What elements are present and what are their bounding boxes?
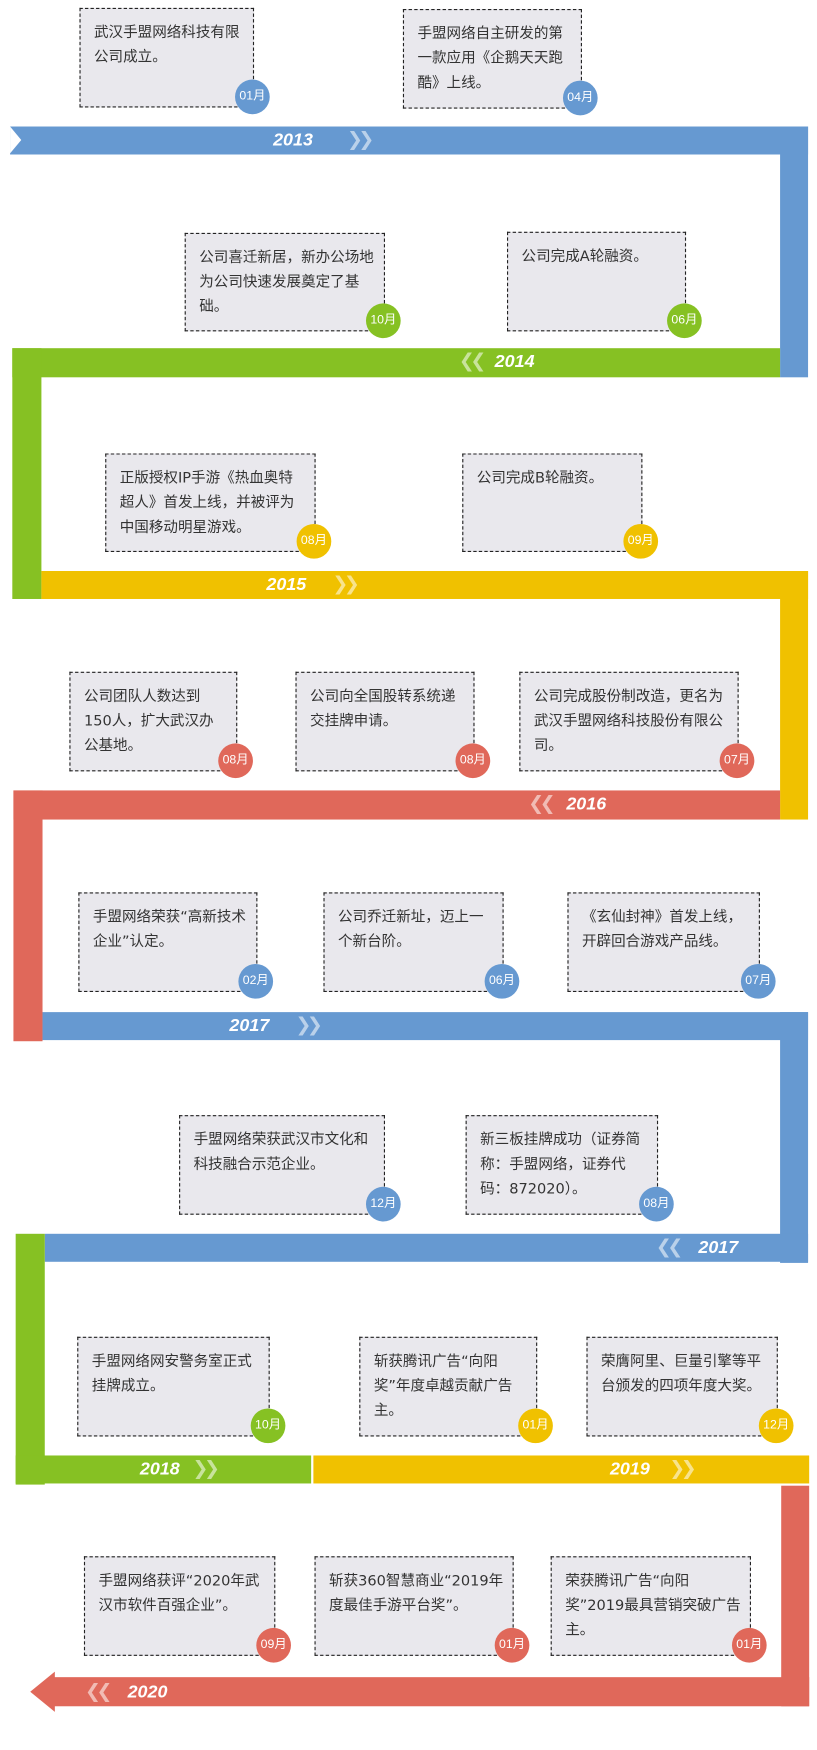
event-card: 公司完成股份制改造，更名为武汉手盟网络科技股份有限公司。 (519, 671, 739, 772)
event-text: 斩获腾讯广告“向阳奖”年度卓越贡献广告主。 (373, 1353, 513, 1420)
event-card: 手盟网络网安警务室正式挂牌成立。 (77, 1336, 270, 1437)
event-card: 《玄仙封神》首发上线，开辟回合游戏产品线。 (567, 892, 760, 992)
event-card: 斩获360智慧商业“2019年度最佳手游平台奖”。 (314, 1556, 514, 1656)
event-text: 斩获360智慧商业“2019年度最佳手游平台奖”。 (329, 1573, 504, 1615)
event-text: 荣膺阿里、巨量引擎等平台颁发的四项年度大奖。 (601, 1353, 762, 1396)
event-card: 武汉手盟网络科技有限公司成立。 (79, 7, 255, 108)
event-text: 荣获腾讯广告“向阳奖”2019最具营销突破广告主。 (565, 1573, 741, 1640)
month-badge: 01月 (518, 1408, 553, 1444)
month-badge: 07月 (740, 963, 776, 999)
event-card: 公司喜迁新居，新办公场地为公司快速发展奠定了基础。 (184, 232, 386, 332)
event-card: 公司向全国股转系统递交挂牌申请。 (295, 671, 475, 772)
year-label-2018: 2018 (139, 1459, 180, 1479)
event-text: 公司完成股份制改造，更名为武汉手盟网络科技股份有限公司。 (533, 688, 724, 755)
timeline-bar-segment (13, 790, 781, 820)
timeline-bar-segment (10, 126, 809, 155)
event-card: 荣获腾讯广告“向阳奖”2019最具营销突破广告主。 (550, 1556, 751, 1656)
year-label-2017-second: 2017 (698, 1238, 739, 1258)
event-text: 武汉手盟网络科技有限公司成立。 (94, 24, 240, 67)
timeline-bar-segment (13, 790, 43, 1042)
month-badge: 08月 (639, 1186, 674, 1222)
timeline-bar-segment (780, 1012, 809, 1263)
event-card: 手盟网络荣获“高新技术企业”认定。 (78, 892, 258, 992)
timeline-bar-segment (780, 126, 809, 378)
month-badge: 01月 (731, 1627, 767, 1663)
month-badge: 02月 (238, 963, 274, 999)
event-card: 斩获腾讯广告“向阳奖”年度卓越贡献广告主。 (359, 1336, 538, 1437)
timeline-bar-segment (42, 1012, 809, 1041)
event-text: 手盟网络荣获武汉市文化和科技融合示范企业。 (193, 1131, 369, 1174)
chevron-right-icon: ❯❯ (332, 573, 359, 596)
month-badge: 12月 (758, 1408, 794, 1444)
chevron-right-icon: ❯❯ (295, 1014, 322, 1037)
timeline-bar-segment (313, 1455, 810, 1484)
chevron-left-icon: ❮❮ (458, 350, 486, 373)
event-text: 《玄仙封神》首发上线，开辟回合游戏产品线。 (581, 909, 743, 951)
month-badge: 10月 (250, 1408, 286, 1444)
event-text: 公司完成A轮融资。 (521, 248, 648, 266)
year-label-2014: 2014 (494, 352, 535, 372)
event-text: 手盟网络荣获“高新技术企业”认定。 (92, 909, 246, 951)
event-text: 公司完成B轮融资。 (476, 470, 604, 488)
month-badge: 07月 (719, 743, 755, 779)
event-card: 公司团队人数达到150人，扩大武汉办公基地。 (69, 671, 238, 772)
year-label-2019: 2019 (609, 1459, 650, 1479)
event-card: 公司完成A轮融资。 (506, 231, 687, 332)
timeline-bar-segment (53, 1677, 810, 1707)
arrow-head-icon (30, 1671, 55, 1712)
timeline-bar-segment (781, 1485, 810, 1707)
timeline-bar-segment (780, 570, 809, 820)
event-card: 公司乔迁新址，迈上一个新台阶。 (323, 892, 504, 992)
timeline-bar-segment (12, 348, 42, 599)
year-label-2016: 2016 (566, 794, 607, 814)
month-badge: 08月 (296, 523, 332, 559)
chevron-left-icon: ❮❮ (655, 1236, 683, 1259)
month-badge: 09月 (623, 523, 659, 559)
timeline-bar-segment (12, 348, 781, 378)
timeline-bar-segment (44, 1233, 809, 1262)
event-text: 正版授权IP手游《热血奥特超人》首发上线，并被评为中国移动明星游戏。 (119, 470, 295, 537)
event-card: 正版授权IP手游《热血奥特超人》首发上线，并被评为中国移动明星游戏。 (105, 453, 316, 552)
month-badge: 06月 (484, 963, 520, 999)
event-text: 公司喜迁新居，新办公场地为公司快速发展奠定了基础。 (199, 249, 374, 316)
event-text: 新三板挂牌成功（证券简称：手盟网络，证券代码：872020）。 (480, 1131, 641, 1198)
event-card: 荣膺阿里、巨量引擎等平台颁发的四项年度大奖。 (586, 1336, 778, 1437)
event-card: 手盟网络荣获武汉市文化和科技融合示范企业。 (179, 1115, 386, 1215)
event-card: 新三板挂牌成功（证券简称：手盟网络，证券代码：872020）。 (465, 1115, 659, 1215)
timeline-bar-segment (41, 570, 809, 599)
month-badge: 10月 (365, 303, 401, 339)
chevron-left-icon: ❮❮ (528, 792, 555, 816)
event-text: 手盟网络获评“2020年武汉市软件百强企业”。 (98, 1573, 260, 1615)
month-badge: 08月 (455, 743, 491, 779)
year-label-2015: 2015 (266, 575, 307, 595)
year-label-2020: 2020 (127, 1682, 168, 1702)
timeline-bar-segment (15, 1455, 312, 1484)
month-badge: 04月 (562, 80, 598, 116)
event-card: 手盟网络获评“2020年武汉市软件百强企业”。 (83, 1556, 276, 1656)
year-label-2013: 2013 (273, 130, 313, 151)
chevron-right-icon: ❯❯ (669, 1457, 696, 1481)
event-text: 公司向全国股转系统递交挂牌申请。 (310, 688, 456, 730)
event-text: 手盟网络自主研发的第一款应用《企鹅天天跑酷》上线。 (417, 25, 563, 92)
event-card: 手盟网络自主研发的第一款应用《企鹅天天跑酷》上线。 (402, 8, 582, 109)
bar-notch (10, 126, 22, 154)
chevron-right-icon: ❯❯ (346, 128, 374, 152)
chevron-right-icon: ❯❯ (192, 1457, 220, 1481)
timeline-bar-segment (15, 1233, 45, 1485)
year-label-2017: 2017 (229, 1016, 270, 1036)
month-badge: 01月 (494, 1627, 530, 1663)
event-text: 公司团队人数达到150人，扩大武汉办公基地。 (83, 688, 214, 755)
event-text: 手盟网络网安警务室正式挂牌成立。 (91, 1353, 252, 1396)
month-badge: 01月 (235, 79, 270, 115)
month-badge: 06月 (667, 303, 702, 339)
month-badge: 12月 (365, 1186, 401, 1222)
month-badge: 08月 (218, 743, 253, 779)
event-text: 公司乔迁新址，迈上一个新台阶。 (337, 909, 484, 951)
chevron-left-icon: ❮❮ (85, 1680, 112, 1703)
event-card: 公司完成B轮融资。 (462, 453, 643, 552)
month-badge: 09月 (256, 1627, 291, 1663)
